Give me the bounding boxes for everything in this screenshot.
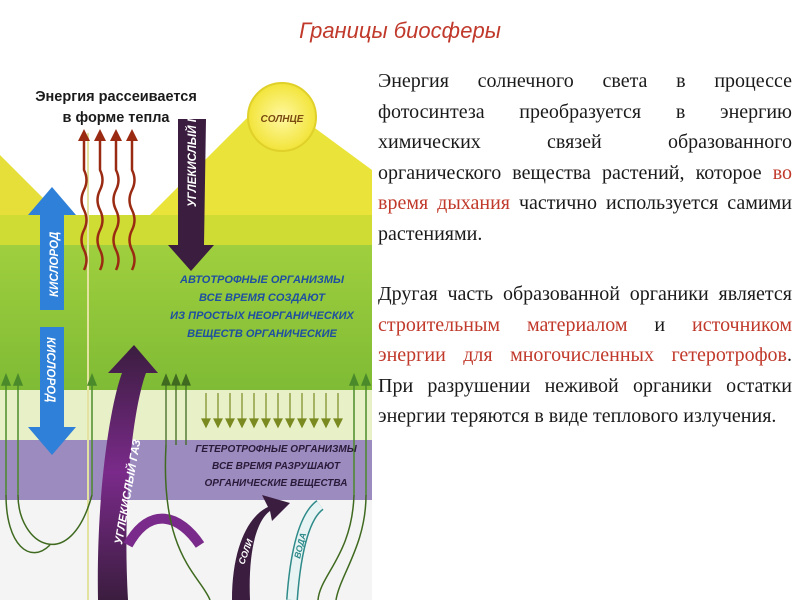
salts-arc: СОЛИ [232, 495, 290, 600]
oxygen-label-bottom: КИСЛОРОД [44, 337, 56, 402]
heterotroph-line-2: ВСЕ ВРЕМЯ РАЗРУШАЮТ [212, 461, 341, 472]
sun-label: СОЛНЦЕ [261, 114, 304, 125]
p2-text-start: Другая часть образованной органики являе… [378, 283, 792, 305]
co2-label-top: УГЛЕКИСЛЫЙ ГАЗ [186, 100, 199, 207]
explanation-text: Энергия солнечного света в процессе фото… [378, 66, 792, 432]
organics-down-arrows [201, 393, 343, 429]
biosphere-diagram-canvas: СОЛНЦЕ Энергия рассеивается в форме тепл… [0, 75, 372, 600]
p2-highlight-building-material: строительным материалом [378, 313, 628, 336]
co2-arch-arrow: УГЛЕКИСЛЫЙ ГАЗ [97, 345, 205, 600]
ground-wave-lines [5, 444, 367, 600]
right-uptake-arrows [348, 372, 372, 495]
p2-text-end: . При разрушении неживой органики остатк… [378, 344, 792, 427]
oxygen-arrow-down: КИСЛОРОД [28, 327, 76, 455]
autotroph-line-2: ВСЕ ВРЕМЯ СОЗДАЮТ [199, 292, 326, 304]
p2-text-mid: и [627, 313, 693, 336]
heat-label-line1: Энергия рассеивается [35, 89, 197, 105]
autotroph-line-1: АВТОТРОФНЫЕ ОРГАНИЗМЫ [179, 274, 345, 286]
water-arc: ВОДА [286, 500, 324, 600]
p1-highlight-respiration: во время дыхания [378, 161, 792, 215]
heterotroph-line-3: ОРГАНИЧЕСКИЕ ВЕЩЕСТВА [205, 478, 348, 489]
oxygen-label-top: КИСЛОРОД [49, 232, 61, 297]
heat-label-line2: в форме тепла [63, 110, 171, 126]
paragraph-photosynthesis: Энергия солнечного света в процессе фото… [378, 66, 792, 249]
heat-arrow-heads [78, 129, 138, 141]
p1-text-start: Энергия солнечного света в процессе фото… [378, 70, 792, 184]
soil-band [0, 440, 372, 500]
left-uptake-arrows [0, 372, 98, 495]
slide-title: Границы биосферы [299, 18, 501, 43]
autotroph-caption: АВТОТРОФНЫЕ ОРГАНИЗМЫ ВСЕ ВРЕМЯ СОЗДАЮТ … [170, 274, 354, 340]
co2-arrow-down: УГЛЕКИСЛЫЙ ГАЗ [168, 100, 214, 271]
sun [247, 82, 317, 152]
heat-arrows [80, 140, 136, 271]
organics-uptake-arrows [161, 373, 191, 445]
autotroph-line-3: ИЗ ПРОСТЫХ НЕОРГАНИЧЕСКИХ [170, 310, 354, 322]
heterotroph-line-1: ГЕТЕРОТРОФНЫЕ ОРГАНИЗМЫ [195, 444, 358, 455]
p1-text-end: частично используется самими растениями. [378, 192, 792, 245]
oxygen-arrow-up: КИСЛОРОД [28, 187, 76, 310]
p2-highlight-energy-source: источником энергии для многочисленных ге… [378, 313, 792, 367]
autotroph-line-4: ВЕЩЕСТВ ОРГАНИЧЕСКИЕ [187, 328, 337, 340]
biosphere-diagram: СОЛНЦЕ Энергия рассеивается в форме тепл… [0, 75, 372, 600]
heterotroph-caption: ГЕТЕРОТРОФНЫЕ ОРГАНИЗМЫ ВСЕ ВРЕМЯ РАЗРУШ… [195, 444, 358, 489]
paragraph-heterotrophs: Другая часть образованной органики являе… [378, 279, 792, 432]
